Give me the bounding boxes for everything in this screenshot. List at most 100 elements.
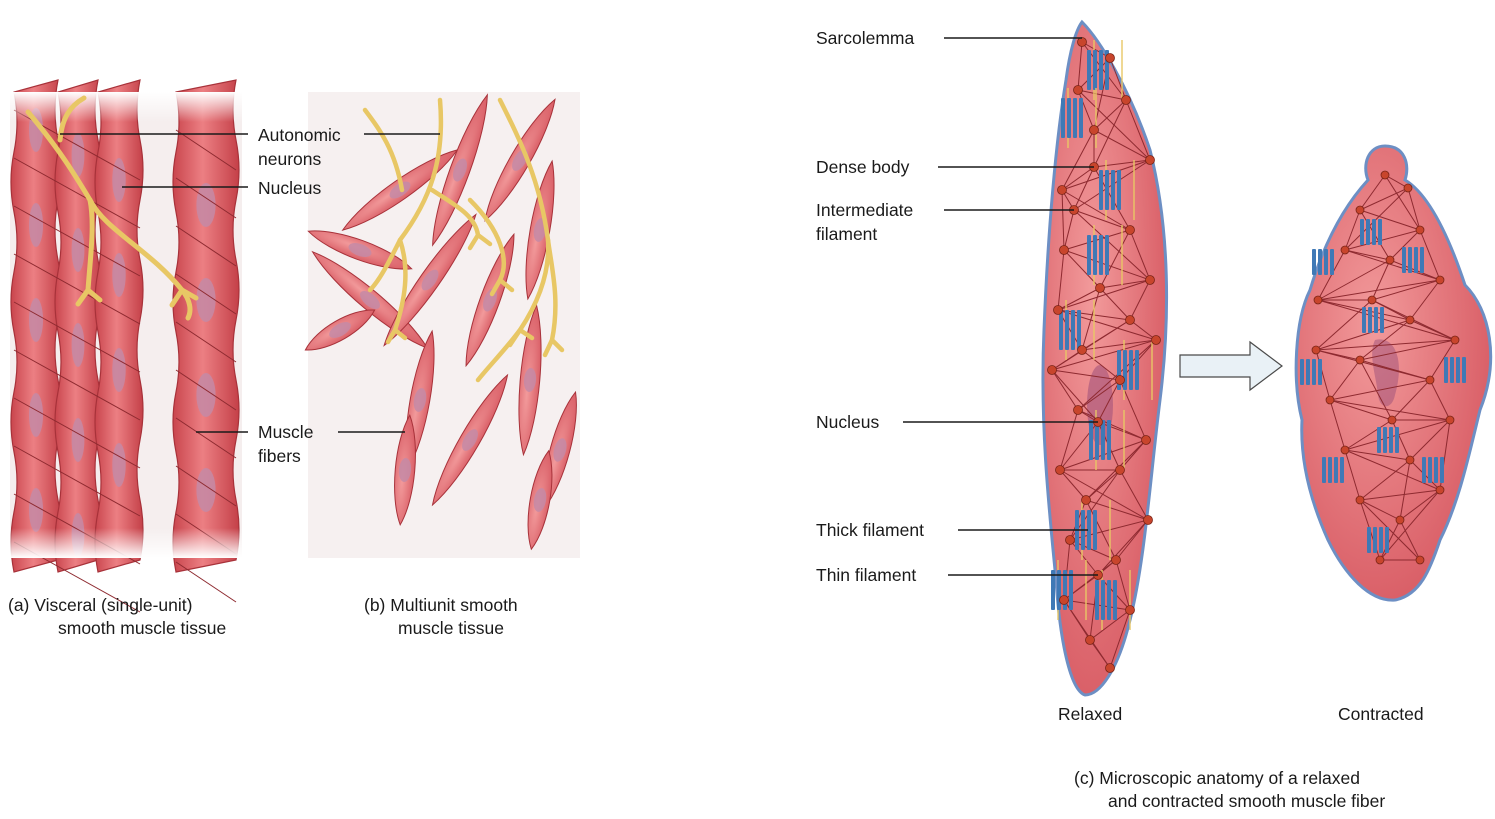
thick-filament: [1079, 98, 1083, 138]
thick-filament: [1101, 420, 1105, 460]
state-contracted: Contracted: [1338, 703, 1424, 725]
thick-filament: [1105, 170, 1109, 210]
contracted-fiber-illustration: [1296, 146, 1490, 600]
fiber-nucleus: [72, 228, 85, 272]
dense-body: [1074, 406, 1083, 415]
dense-body: [1082, 496, 1091, 505]
thick-filament: [1093, 50, 1097, 90]
dense-body: [1116, 376, 1125, 385]
label-muscle-line1: Muscle: [258, 421, 313, 443]
thick-filament: [1374, 307, 1378, 333]
thick-filament: [1077, 310, 1081, 350]
thick-filament: [1069, 570, 1073, 610]
dense-body: [1436, 486, 1444, 494]
thick-filament: [1377, 427, 1381, 453]
caption-c-line1: (c) Microscopic anatomy of a relaxed: [1074, 767, 1360, 789]
dense-body: [1381, 171, 1389, 179]
thick-filament: [1322, 457, 1326, 483]
label-intermediate-line1: Intermediate: [816, 199, 913, 221]
thick-filament: [1135, 350, 1139, 390]
label-thick-filament: Thick filament: [816, 519, 924, 541]
thick-filament: [1318, 359, 1322, 385]
dense-body: [1436, 276, 1444, 284]
dense-body: [1312, 346, 1320, 354]
thick-filament: [1113, 580, 1117, 620]
label-autonomic-line1: Autonomic: [258, 124, 341, 146]
label-thin-filament: Thin filament: [816, 564, 916, 586]
thick-filament: [1444, 357, 1448, 383]
thick-filament: [1450, 357, 1454, 383]
thick-filament: [1071, 310, 1075, 350]
relaxed-fiber-illustration: [1043, 22, 1167, 695]
label-autonomic-line2: neurons: [258, 148, 321, 170]
dense-body: [1086, 636, 1095, 645]
thick-filament: [1095, 580, 1099, 620]
dense-body: [1356, 356, 1364, 364]
dense-body: [1404, 184, 1412, 192]
dense-body: [1386, 256, 1394, 264]
dense-body: [1058, 186, 1067, 195]
thick-filament: [1434, 457, 1438, 483]
dense-body: [1096, 284, 1105, 293]
caption-c-line2: and contracted smooth muscle fiber: [1108, 790, 1385, 812]
thick-filament: [1340, 457, 1344, 483]
thick-filament: [1334, 457, 1338, 483]
thick-filament: [1101, 580, 1105, 620]
thick-filament: [1367, 527, 1371, 553]
thick-filament: [1073, 98, 1077, 138]
dense-body: [1406, 456, 1414, 464]
thick-filament: [1372, 219, 1376, 245]
thick-filament: [1324, 249, 1328, 275]
fiber-nucleus: [29, 298, 43, 342]
thick-filament: [1129, 350, 1133, 390]
dense-body: [1314, 296, 1322, 304]
dense-body: [1122, 96, 1131, 105]
thick-filament: [1456, 357, 1460, 383]
muscle-fiber-band: [95, 80, 143, 572]
thick-filament: [1402, 247, 1406, 273]
thick-filament: [1312, 249, 1316, 275]
thick-filament: [1107, 420, 1111, 460]
thick-filament: [1422, 457, 1426, 483]
thick-filament: [1440, 457, 1444, 483]
visceral-tissue-illustration: [10, 80, 242, 612]
thick-filament: [1123, 350, 1127, 390]
dense-body: [1146, 276, 1155, 285]
fiber-nucleus: [72, 418, 85, 462]
dense-body: [1326, 396, 1334, 404]
fiber-nucleus: [196, 183, 215, 227]
multiunit-tissue-illustration: [300, 91, 584, 558]
dense-body: [1126, 606, 1135, 615]
thick-filament: [1087, 50, 1091, 90]
thick-filament: [1051, 570, 1055, 610]
thick-filament: [1389, 427, 1393, 453]
thick-filament: [1330, 249, 1334, 275]
thick-filament: [1312, 359, 1316, 385]
thick-filament: [1107, 580, 1111, 620]
dense-body: [1356, 496, 1364, 504]
thick-filament: [1093, 510, 1097, 550]
dense-body: [1356, 206, 1364, 214]
thick-filament: [1428, 457, 1432, 483]
dense-body: [1060, 246, 1069, 255]
dense-body: [1048, 366, 1057, 375]
dense-body: [1368, 296, 1376, 304]
fiber-nucleus: [196, 278, 215, 322]
thick-filament: [1379, 527, 1383, 553]
thick-filament: [1368, 307, 1372, 333]
dense-body: [1388, 416, 1396, 424]
thick-filament: [1099, 235, 1103, 275]
label-nucleus-c: Nucleus: [816, 411, 879, 433]
thick-filament: [1306, 359, 1310, 385]
dense-body: [1054, 306, 1063, 315]
thick-filament: [1067, 98, 1071, 138]
state-relaxed: Relaxed: [1058, 703, 1122, 725]
caption-a-line1: (a) Visceral (single-unit): [8, 594, 192, 616]
thick-filament: [1360, 219, 1364, 245]
fiber-nucleus: [72, 323, 85, 367]
dense-body: [1426, 376, 1434, 384]
thick-filament: [1099, 50, 1103, 90]
thick-filament: [1105, 235, 1109, 275]
thick-filament: [1318, 249, 1322, 275]
